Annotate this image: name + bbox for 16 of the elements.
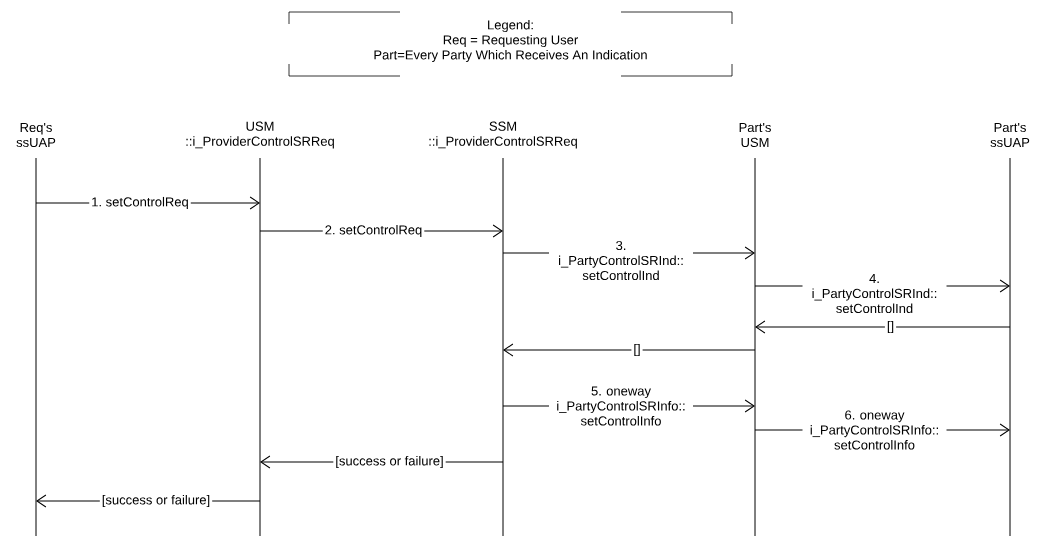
- edge-label: [success or failure]: [333, 455, 446, 469]
- edge-label: 2. setControlReq: [322, 224, 425, 238]
- edge-label: []: [884, 320, 897, 334]
- edge-label: 1. setControlReq: [89, 196, 191, 210]
- lifeline: Req's ssUAP: [16, 122, 56, 536]
- edge-label: 5. oneway i_PartyControlSRInfo:: setControlInfo: [549, 386, 693, 426]
- arrow: [503, 343, 756, 357]
- legend-box: Legend: Req = Requesting User Part=Every Party Which Receives An Indication: [288, 11, 733, 77]
- edge-label: []: [631, 343, 643, 357]
- arrow: [755, 320, 1011, 334]
- edge-label: [success or failure]: [99, 494, 213, 508]
- lifeline: Part's ssUAP: [990, 122, 1030, 536]
- edge-label: 6. oneway i_PartyControlSRInfo:: setControlInfo: [802, 410, 947, 450]
- lifeline: Part's USM: [739, 122, 771, 536]
- edge-label: 4. i_PartyControlSRInd:: setControlInd: [802, 273, 947, 314]
- edge-label: 3. i_PartyControlSRInd:: setControlInd: [549, 240, 693, 281]
